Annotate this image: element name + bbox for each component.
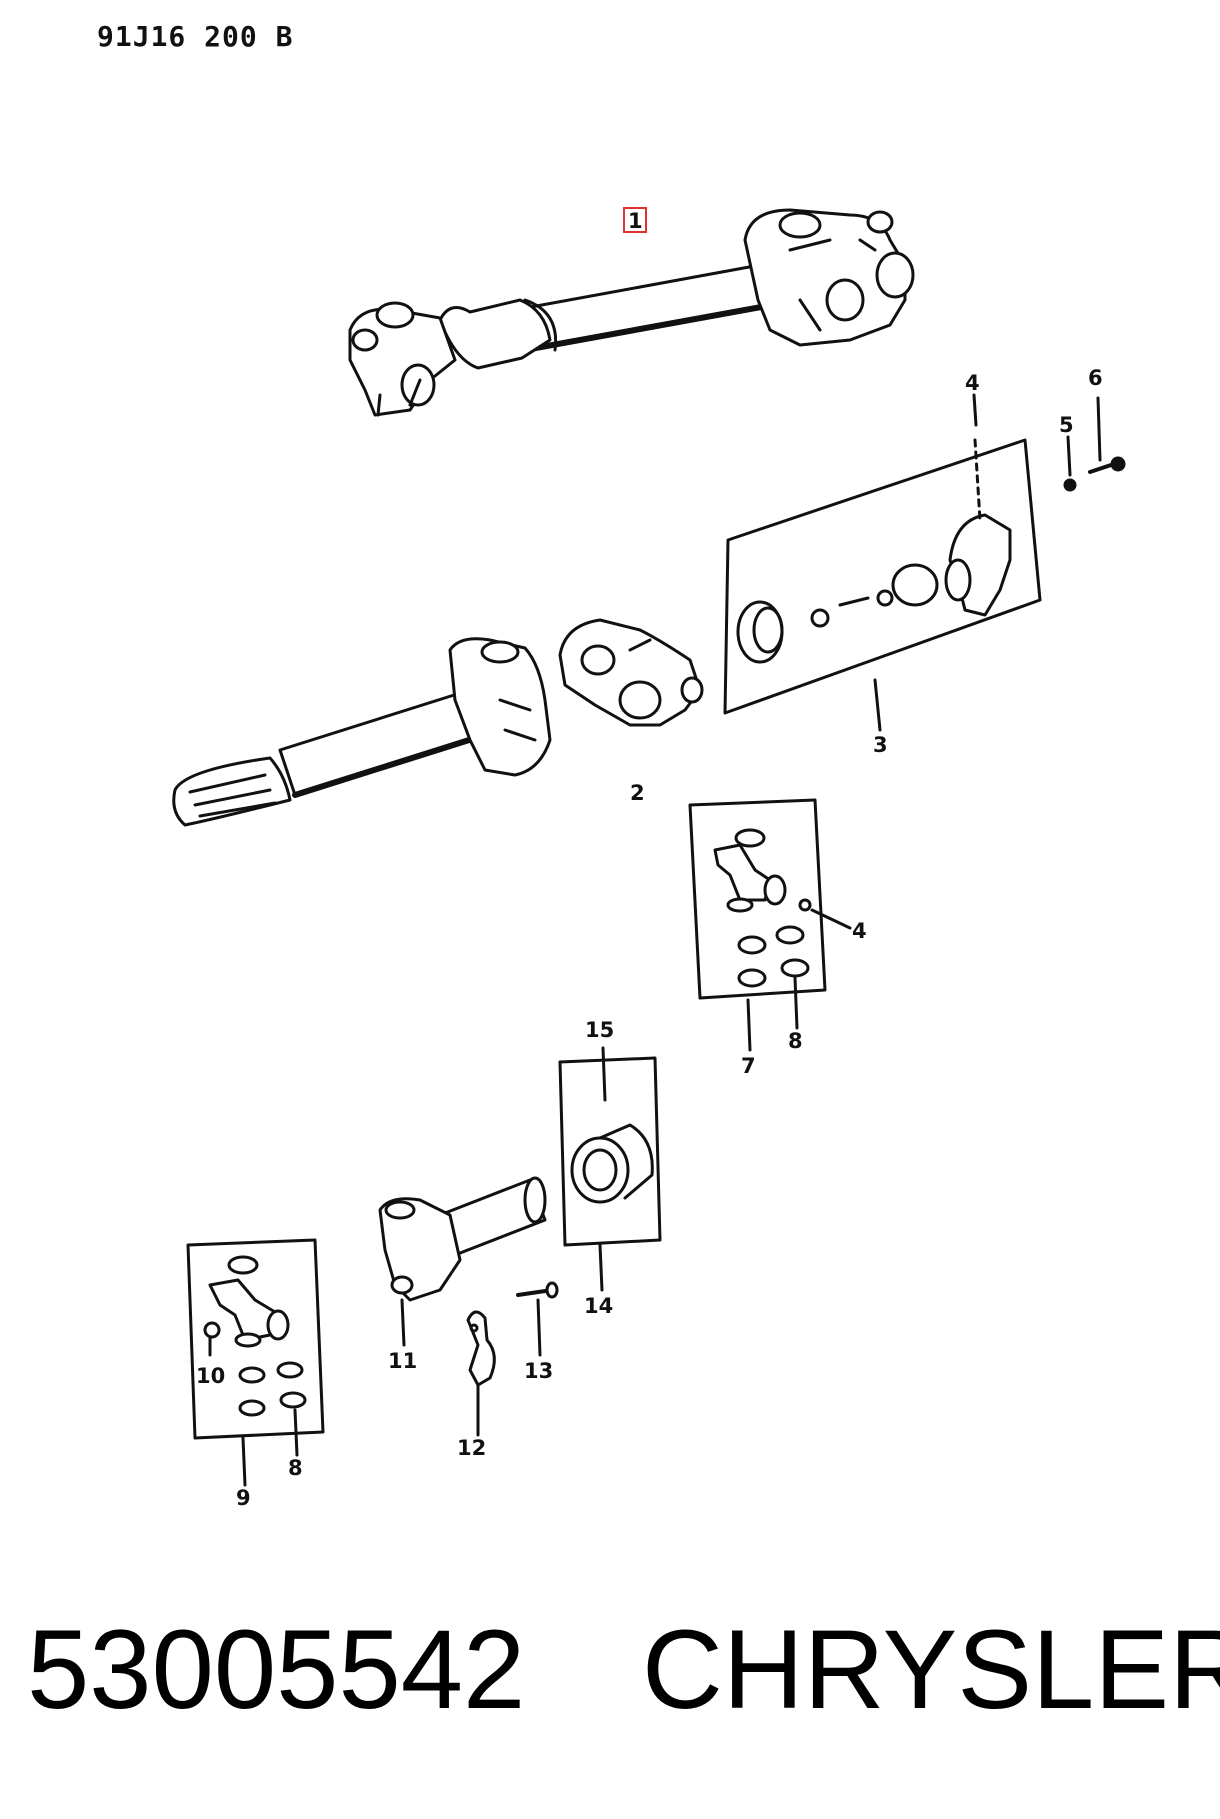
callout-5: 5 (1059, 413, 1074, 437)
callout-8-upper: 8 (788, 1029, 803, 1053)
callout-1: 1 (628, 209, 643, 233)
u-joint-kit-box (688, 798, 852, 1052)
callout-15: 15 (585, 1018, 614, 1042)
center-bearing-box (558, 1046, 662, 1292)
callout-7: 7 (741, 1054, 756, 1078)
u-joint-kit-box-lower (186, 1238, 325, 1487)
part-footer: 53005542 CHRYSLER (0, 1600, 1220, 1740)
centering-kit-box (723, 438, 1042, 732)
callout-10: 10 (196, 1364, 225, 1388)
callout-3: 3 (873, 733, 888, 757)
callout-11: 11 (388, 1349, 417, 1373)
strap (466, 1310, 496, 1437)
callout-4-mid: 4 (852, 919, 867, 943)
callout-9: 9 (236, 1486, 251, 1510)
exploded-drive-shaft-diagram: 1 2 3 4 4 5 6 7 8 8 9 10 11 12 13 14 15 (172, 207, 1126, 1510)
brand-name: CHRYSLER (642, 1607, 1220, 1732)
highlighted-callout-box (623, 207, 647, 233)
slip-yoke (378, 1176, 547, 1347)
diagram-code: 91J16 200 B (97, 20, 294, 53)
splined-shaft (172, 637, 552, 827)
callout-14: 14 (584, 1294, 613, 1318)
callout-4-top: 4 (965, 371, 980, 395)
drive-shaft-assembly (348, 208, 915, 417)
callout-13: 13 (524, 1359, 553, 1383)
part-number: 53005542 (27, 1607, 526, 1732)
callout-6: 6 (1088, 366, 1103, 390)
callout-2: 2 (630, 781, 645, 805)
callout-12: 12 (457, 1436, 486, 1460)
callout-8-lower: 8 (288, 1456, 303, 1480)
strap-bolt (516, 1281, 559, 1357)
kit-hardware (972, 393, 1126, 522)
centering-yoke (558, 618, 704, 727)
